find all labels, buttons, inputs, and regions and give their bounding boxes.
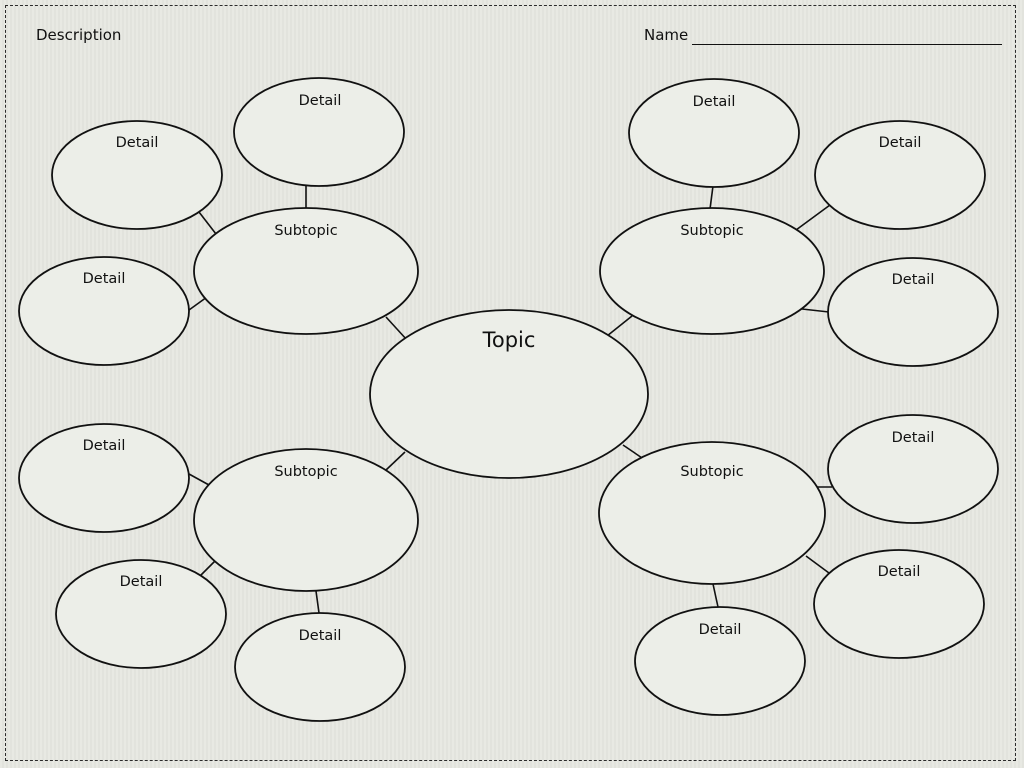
subtopic-bubble-4	[598, 441, 826, 585]
name-label: Name	[644, 26, 689, 44]
connector-subtopic1-detail2	[198, 211, 217, 235]
detail-bubble-3-3	[234, 612, 406, 722]
subtopic-label-1: Subtopic	[274, 223, 338, 239]
subtopic-bubble-1	[193, 207, 419, 335]
subtopic-label-2: Subtopic	[680, 223, 744, 239]
detail-label-2-2: Detail	[878, 135, 922, 151]
connector-subtopic1-detail3	[188, 296, 208, 311]
connector-subtopic4-detail2	[805, 555, 830, 574]
subtopic-label-4: Subtopic	[680, 464, 744, 480]
detail-bubble-1-1	[233, 77, 405, 187]
detail-bubble-2-1	[628, 78, 800, 188]
detail-bubble-2-2	[814, 120, 986, 230]
detail-bubble-2-3	[827, 257, 999, 367]
connector-topic-subtopic-1	[385, 316, 408, 341]
detail-bubble-1-2	[51, 120, 223, 230]
detail-label-3-2: Detail	[119, 574, 163, 590]
connector-subtopic2-detail3	[801, 308, 830, 313]
bubbles	[18, 77, 999, 722]
detail-label-4-2: Detail	[877, 564, 921, 580]
connector-lines	[188, 185, 832, 614]
detail-label-2-1: Detail	[692, 94, 736, 110]
detail-bubble-4-2	[813, 549, 985, 659]
connector-subtopic3-detail2	[199, 559, 217, 577]
subtopic-label-3: Subtopic	[274, 464, 338, 480]
connector-topic-subtopic-2	[606, 315, 633, 337]
detail-bubble-3-1	[18, 423, 190, 533]
subtopic-bubble-3	[193, 448, 419, 592]
subtopic-bubble-2	[599, 207, 825, 335]
name-write-line	[692, 44, 1002, 45]
detail-label-2-3: Detail	[891, 272, 935, 288]
detail-bubble-3-2	[55, 559, 227, 669]
detail-bubble-4-3	[634, 606, 806, 716]
topic-bubble	[369, 309, 649, 479]
detail-label-1-3: Detail	[82, 271, 126, 287]
detail-label-3-1: Detail	[82, 438, 126, 454]
detail-bubble-1-3	[18, 256, 190, 366]
detail-label-3-3: Detail	[298, 628, 342, 644]
detail-label-4-1: Detail	[891, 430, 935, 446]
topic-label: Topic	[482, 328, 536, 352]
detail-label-1-1: Detail	[298, 93, 342, 109]
dashed-page-border	[5, 5, 1016, 761]
connector-subtopic3-detail1	[188, 473, 210, 486]
detail-label-4-3: Detail	[698, 622, 742, 638]
connector-topic-subtopic-3	[385, 451, 406, 471]
detail-label-1-2: Detail	[115, 135, 159, 151]
connector-subtopic2-detail1	[709, 185, 714, 210]
connector-subtopic4-detail3	[712, 583, 719, 608]
connector-subtopic3-detail3	[315, 590, 320, 614]
detail-bubble-4-1	[827, 414, 999, 524]
description-label: Description	[36, 26, 122, 44]
connector-subtopic2-detail2	[795, 204, 831, 231]
